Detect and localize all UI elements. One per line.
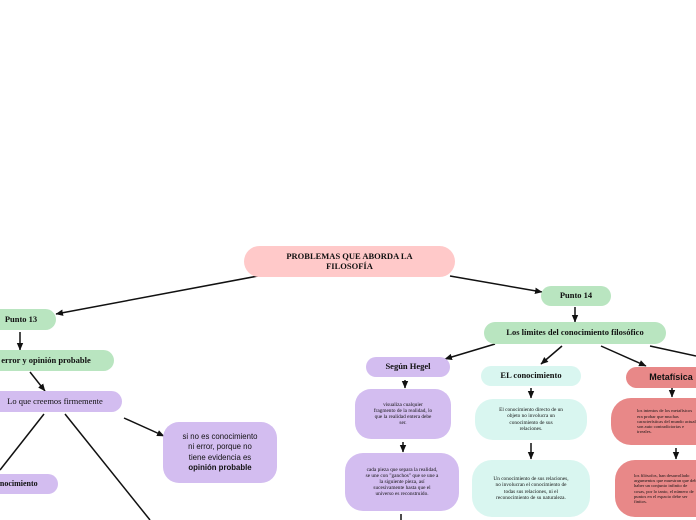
root-topic-node[interactable]: PROBLEMAS QUE ABORDA LA FILOSOFÍA [244, 246, 455, 277]
hegel-node[interactable]: Según Hegel [366, 357, 450, 377]
conocimiento-text2: Un conocimiento de sus relaciones, no in… [493, 476, 569, 501]
error-opinion-node[interactable]: error y opinión probable [0, 350, 114, 371]
punto-13-label: Punto 13 [4, 313, 38, 324]
punto-14-node[interactable]: Punto 14 [541, 286, 611, 306]
metafisica-text1: los intentos de los metafísicos era prob… [637, 408, 696, 435]
opinion-probable-text: opinión probable [188, 462, 252, 472]
metafisica-node[interactable]: Metafísica [626, 367, 696, 388]
metafisica-text2: los filósofos, han desarrollado argument… [634, 472, 696, 505]
root-topic-title: PROBLEMAS QUE ABORDA LA FILOSOFÍA [286, 250, 413, 271]
hegel-text1: visualiza cualquier fragmento de la real… [373, 401, 433, 427]
edge-limites-hegel [444, 343, 496, 361]
conocimiento-right-node[interactable]: EL conocimiento [481, 366, 581, 386]
edge-creemos-diagonal [64, 413, 151, 520]
si-no-es-text: si no es conocimiento ni error, porque n… [182, 432, 258, 462]
edge-limites-conocimiento [540, 345, 563, 365]
si-no-es-node[interactable]: si no es conocimiento ni error, porque n… [163, 422, 277, 483]
edge-creemos-conocimiento [0, 413, 45, 471]
metafisica-label: Metafísica [649, 372, 693, 383]
hegel-text2: cada pieza que separa la realidad, se un… [365, 466, 439, 498]
edge-root-punto13 [55, 275, 259, 316]
conocimiento-text1-node[interactable]: El conocimiento directo de un objeto no … [475, 399, 587, 440]
edge-root-punto14 [449, 275, 543, 294]
hegel-text2-node[interactable]: cada pieza que separa la realidad, se un… [345, 453, 459, 511]
conocimiento-text2-node[interactable]: Un conocimiento de sus relaciones, no in… [472, 460, 590, 517]
creemos-firmemente-label: Lo que creemos firmemente [7, 395, 103, 406]
conocimiento-text1: El conocimiento directo de un objeto no … [499, 407, 563, 432]
edge-creemos-sinoes [123, 417, 165, 437]
limites-conocimiento-node[interactable]: Los límites del conocimiento filosófico [484, 322, 666, 344]
conocimiento-left-node[interactable]: conocimiento [0, 474, 58, 494]
edge-limites-offpage [649, 345, 696, 357]
error-opinion-label: error y opinión probable [1, 354, 91, 365]
metafisica-text2-node[interactable]: los filósofos, han desarrollado argument… [615, 460, 696, 517]
creemos-firmemente-node[interactable]: Lo que creemos firmemente [0, 391, 122, 412]
hegel-label: Según Hegel [385, 361, 431, 372]
hegel-text1-node[interactable]: visualiza cualquier fragmento de la real… [355, 389, 451, 439]
metafisica-text1-node[interactable]: los intentos de los metafísicos era prob… [611, 398, 696, 445]
punto-13-node[interactable]: Punto 13 [0, 309, 56, 330]
punto-14-label: Punto 14 [559, 290, 593, 301]
edge-limites-metafisica [600, 345, 647, 367]
limites-conocimiento-label: Los límites del conocimiento filosófico [506, 327, 644, 338]
conocimiento-right-label: EL conocimiento [500, 370, 562, 381]
edge-error-creemos [29, 371, 46, 392]
conocimiento-left-label: conocimiento [0, 479, 38, 489]
